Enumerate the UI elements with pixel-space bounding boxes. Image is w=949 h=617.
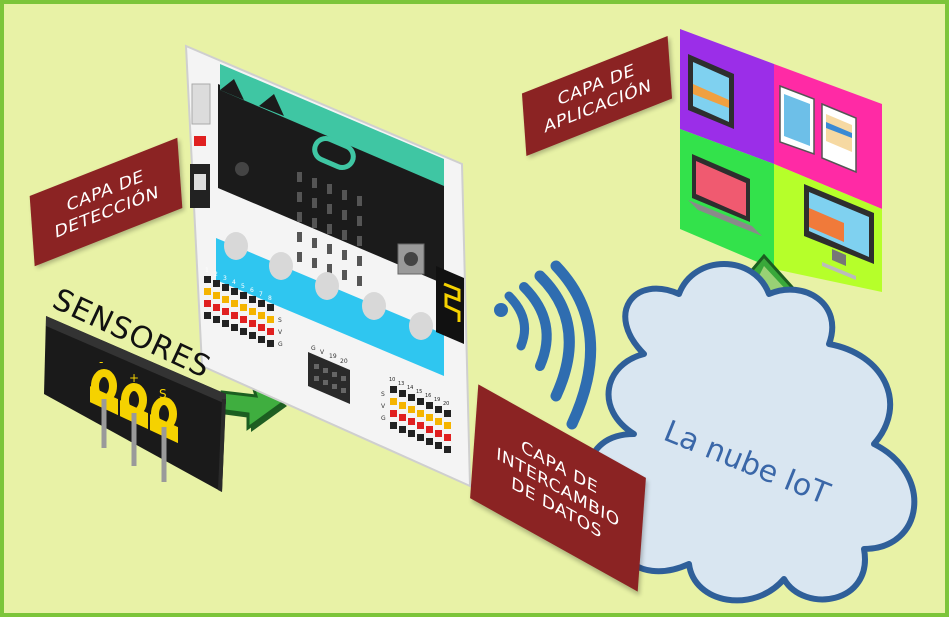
sensor-pin-label: +: [129, 371, 139, 385]
laptop-icon: [688, 154, 762, 236]
pin-number-label: 5: [241, 283, 245, 290]
header-label: G: [278, 341, 283, 348]
header-label: V: [381, 403, 386, 410]
tablet-vertical-icon: [779, 84, 815, 156]
pin-number-label: 19: [434, 397, 440, 403]
left-pin-headers: [204, 276, 274, 347]
sensor-pin-label: -: [99, 355, 103, 369]
header-label: S: [278, 317, 282, 324]
application-screen: [680, 29, 882, 292]
sensor-module: - + S: [44, 316, 226, 492]
monitor-icon: [804, 184, 874, 280]
wireless-signal-icon: [494, 260, 597, 430]
button-a-icon: [235, 162, 249, 176]
pin-number-label: 20: [443, 401, 449, 407]
diagram-graphics: - + S: [44, 29, 918, 604]
header-label: V: [320, 349, 325, 356]
header-label: G: [311, 345, 316, 352]
sensor-pin-label: S: [159, 387, 167, 401]
phone-icon: [821, 102, 857, 174]
pin-number-label: 4: [232, 279, 236, 286]
header-label: S: [381, 391, 385, 398]
pin-number-label: 3: [223, 275, 227, 282]
pin-number-label: 14: [407, 385, 413, 391]
tablet-icon: [688, 54, 734, 129]
header-label: V: [278, 329, 283, 336]
header-label: 20: [340, 358, 348, 365]
pin-number-label: 15: [416, 389, 422, 395]
pin-number-label: 2: [214, 271, 218, 278]
pin-number-label: 7: [259, 291, 263, 298]
header-label: G: [381, 415, 386, 422]
pin-number-label: 13: [398, 381, 404, 387]
pin-number-label: 8: [268, 295, 272, 302]
pin-number-label: 16: [425, 393, 431, 399]
microbit-board: 1 2 3 4 5 6 7 8 10 13 14 15 16 19 20 S V: [184, 44, 472, 488]
pin-number-label: 1: [205, 267, 209, 274]
header-label: 19: [329, 353, 337, 360]
pin-number-label: 6: [250, 287, 254, 294]
button-b-icon: [404, 252, 418, 266]
pin-number-label: 10: [389, 377, 395, 383]
right-pin-headers: [390, 386, 451, 453]
